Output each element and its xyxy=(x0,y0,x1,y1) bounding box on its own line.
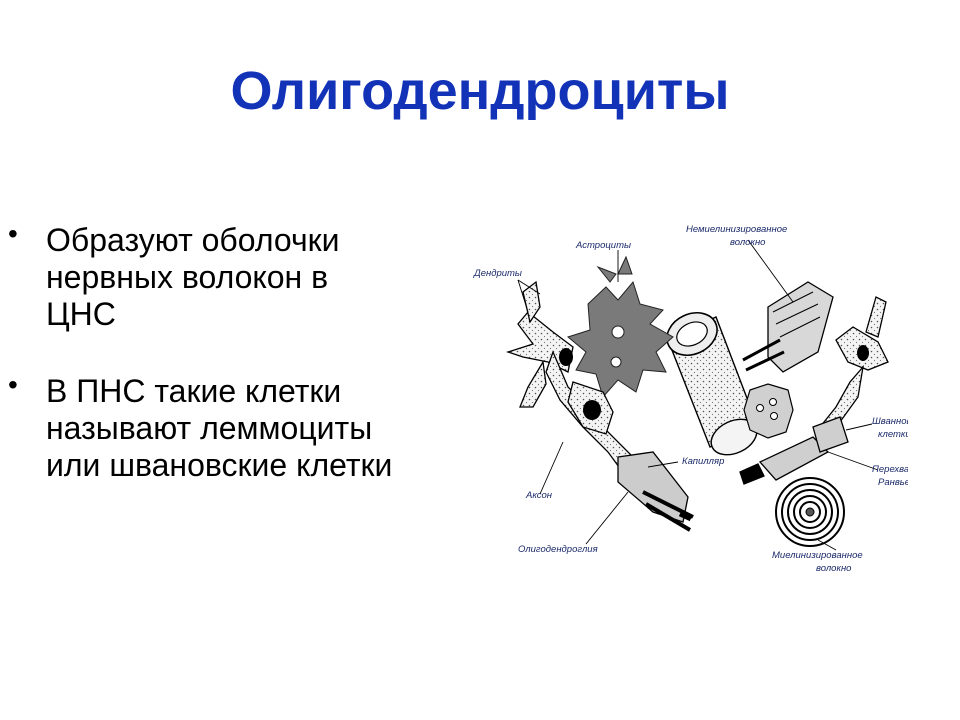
label-schwann-line2: клетки xyxy=(878,429,908,440)
bullet-list: • Образуют оболочки нервных волокон в ЦН… xyxy=(8,218,468,524)
schwann-sheath-drawing xyxy=(739,416,849,485)
label-axon: Аксон xyxy=(525,490,553,501)
bullet-line: или швановские клетки xyxy=(46,447,393,483)
unmyelinated-fibre-drawing xyxy=(742,281,834,373)
bullet-item: • В ПНС такие клетки называют леммоциты … xyxy=(8,369,468,484)
fibre-cross-section-drawing xyxy=(743,383,794,439)
label-oligodendroglia: Олигодендроглия xyxy=(518,544,598,555)
label-schwann-line1: Шванновские xyxy=(872,416,908,427)
label-nodes-line2: Ранвье xyxy=(878,477,908,488)
bullet-item: • Образуют оболочки нервных волокон в ЦН… xyxy=(8,218,468,333)
label-myelinated-line2: волокно xyxy=(816,563,851,574)
label-capillary: Капилляр xyxy=(682,456,724,467)
bullet-line: В ПНС такие клетки xyxy=(46,373,342,409)
bullet-line: ЦНС xyxy=(46,296,116,332)
bullet-line: Образуют оболочки xyxy=(46,222,340,258)
bullet-dot-icon: • xyxy=(8,218,18,249)
capillary-drawing xyxy=(666,312,759,456)
bullet-dot-icon: • xyxy=(8,369,18,400)
slide-title: Олигодендроциты xyxy=(230,61,730,121)
label-dendrites: Дендриты xyxy=(473,268,522,279)
myelin-spiral-drawing xyxy=(775,477,845,547)
bullet-line: называют леммоциты xyxy=(46,410,373,446)
label-leader-lines xyxy=(517,239,879,551)
bullet-line: нервных волокон в xyxy=(46,259,329,295)
glia-illustration: Астроциты Немиелинизированное волокно Де… xyxy=(468,212,908,584)
myelinated-axon-drawing xyxy=(617,451,694,532)
label-unmyelinated-line2: волокно xyxy=(730,237,765,248)
label-unmyelinated-line1: Немиелинизированное xyxy=(686,224,787,235)
label-myelinated-line1: Миелинизированное xyxy=(772,550,863,561)
astrocyte-drawing xyxy=(566,255,674,399)
label-nodes-line1: Перехваты xyxy=(872,464,908,475)
neuron-right-drawing xyxy=(819,296,889,435)
label-astrocytes: Астроциты xyxy=(575,240,631,251)
